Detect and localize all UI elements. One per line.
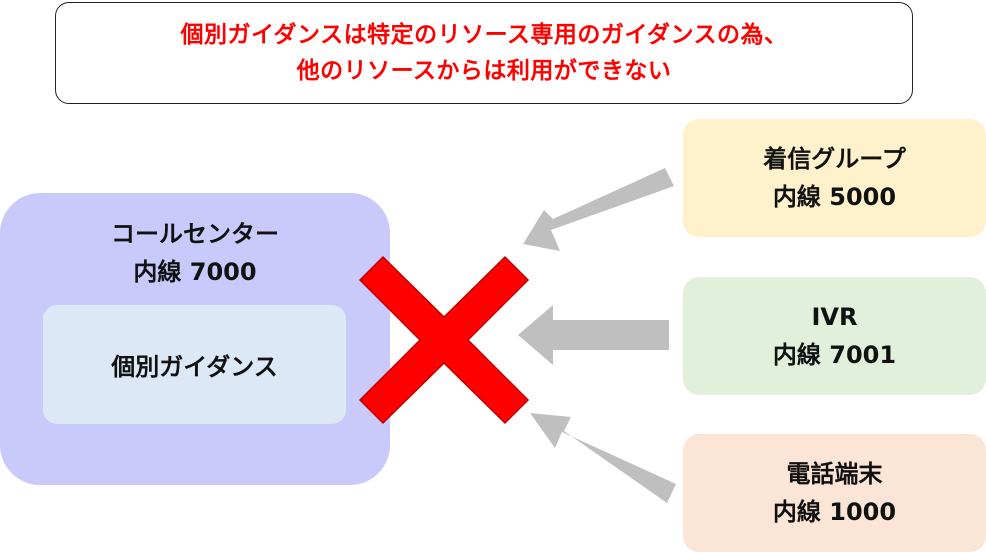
call-center-title: コールセンター 内線 7000 bbox=[0, 215, 390, 291]
resource-phone-box: 電話端末 内線 1000 bbox=[683, 434, 986, 552]
arrow-from-phone bbox=[530, 413, 676, 503]
note-line-2: 他のリソースからは利用ができない bbox=[296, 58, 672, 84]
cross-icon bbox=[358, 255, 530, 425]
resource-ivr-box: IVR 内線 7001 bbox=[683, 277, 986, 395]
call-center-box: コールセンター 内線 7000 個別ガイダンス bbox=[0, 193, 390, 485]
guidance-label: 個別ガイダンス bbox=[111, 353, 278, 381]
call-center-name: コールセンター bbox=[111, 220, 279, 248]
call-center-extension: 内線 7000 bbox=[133, 258, 257, 286]
resource-group-name: 着信グループ bbox=[763, 145, 906, 173]
resource-phone-name: 電話端末 bbox=[786, 460, 883, 488]
resource-group-extension: 内線 5000 bbox=[772, 183, 897, 211]
note-line-1: 個別ガイダンスは特定のリソース専用のガイダンスの為、 bbox=[180, 22, 788, 48]
resource-ivr-name: IVR bbox=[811, 303, 858, 331]
resource-group-box: 着信グループ 内線 5000 bbox=[683, 119, 986, 237]
note-box: 個別ガイダンスは特定のリソース専用のガイダンスの為、 他のリソースからは利用がで… bbox=[55, 2, 913, 104]
resource-ivr-extension: 内線 7001 bbox=[772, 341, 897, 369]
resource-phone-extension: 内線 1000 bbox=[772, 498, 897, 526]
guidance-box: 個別ガイダンス bbox=[43, 305, 346, 424]
arrow-from-ivr bbox=[518, 305, 669, 365]
arrow-from-group bbox=[523, 168, 674, 251]
